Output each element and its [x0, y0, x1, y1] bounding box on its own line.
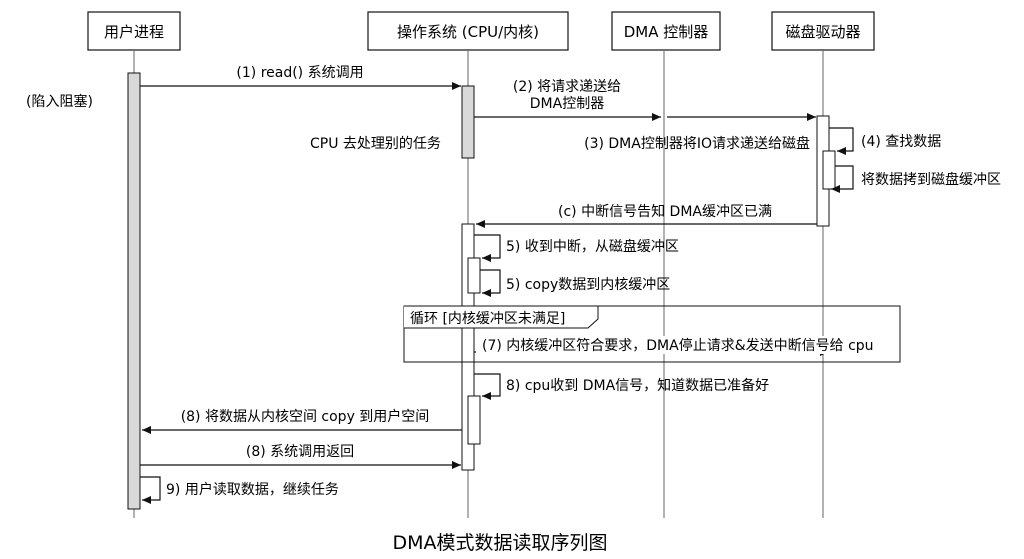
message-4-arrow [829, 127, 854, 155]
message-9-arrow [140, 476, 161, 504]
message-4-label: (4) 查找数据 [861, 134, 941, 150]
activation-os-4 [467, 395, 481, 445]
message-9-label: 9) 用户读取数据，继续任务 [166, 481, 339, 498]
participant-os-label: 操作系统 (CPU/内核) [397, 23, 539, 41]
message-7-label-bg [476, 336, 894, 354]
activation-os-1 [461, 85, 475, 159]
message-5b-label: 5) copy数据到内核缓冲区 [506, 277, 670, 293]
activation-user [127, 72, 141, 510]
note-blocked: (陷入阻塞) [26, 93, 93, 110]
message-8a-label: 8) cpu收到 DMA信号，知道数据已准备好 [506, 377, 769, 394]
message-2-label-line1: (2) 将请求递送给 [513, 79, 621, 95]
loop-label: 循环 [内核缓冲区未满足] [410, 311, 565, 327]
message-c-label: (c) 中断信号告知 DMA缓冲区已满 [558, 203, 772, 220]
message-2-label-line2: DMA控制器 [530, 96, 604, 112]
message-7-label: (7) 内核缓冲区符合要求，DMA停止请求&发送中断信号给 cpu [482, 337, 874, 354]
message-5a-arrow [474, 234, 501, 262]
message-8c-label: (8) 系统调用返回 [246, 444, 354, 460]
activation-disk-2 [822, 150, 836, 190]
diagram-caption: DMA模式数据读取序列图 [392, 532, 607, 554]
participant-user: 用户进程 [87, 11, 181, 51]
message-8b-label: (8) 将数据从内核空间 copy 到用户空间 [181, 408, 430, 425]
participant-dma-label: DMA 控制器 [624, 23, 709, 41]
message-5a-label: 5) 收到中断，从磁盘缓冲区 [506, 238, 679, 255]
participant-disk: 磁盘驱动器 [771, 11, 875, 51]
participant-disk-label: 磁盘驱动器 [785, 23, 860, 41]
participant-os: 操作系统 (CPU/内核) [367, 11, 569, 51]
message-5b-arrow [480, 269, 501, 297]
message-3-label: (3) DMA控制器将IO请求递送给磁盘 [584, 135, 810, 152]
message-8a-arrow [474, 373, 501, 400]
note-cpu-other: CPU 去处理别的任务 [310, 136, 441, 152]
message-4b-label: 将数据拷到磁盘缓冲区 [861, 171, 1001, 188]
participant-user-label: 用户进程 [104, 23, 164, 41]
message-4b-arrow [831, 165, 854, 193]
participant-dma: DMA 控制器 [611, 11, 721, 51]
loop-frame: 循环 [内核缓冲区未满足] [403, 305, 901, 363]
activation-os-3 [467, 257, 481, 294]
message-1-label: (1) read() 系统调用 [236, 65, 363, 81]
